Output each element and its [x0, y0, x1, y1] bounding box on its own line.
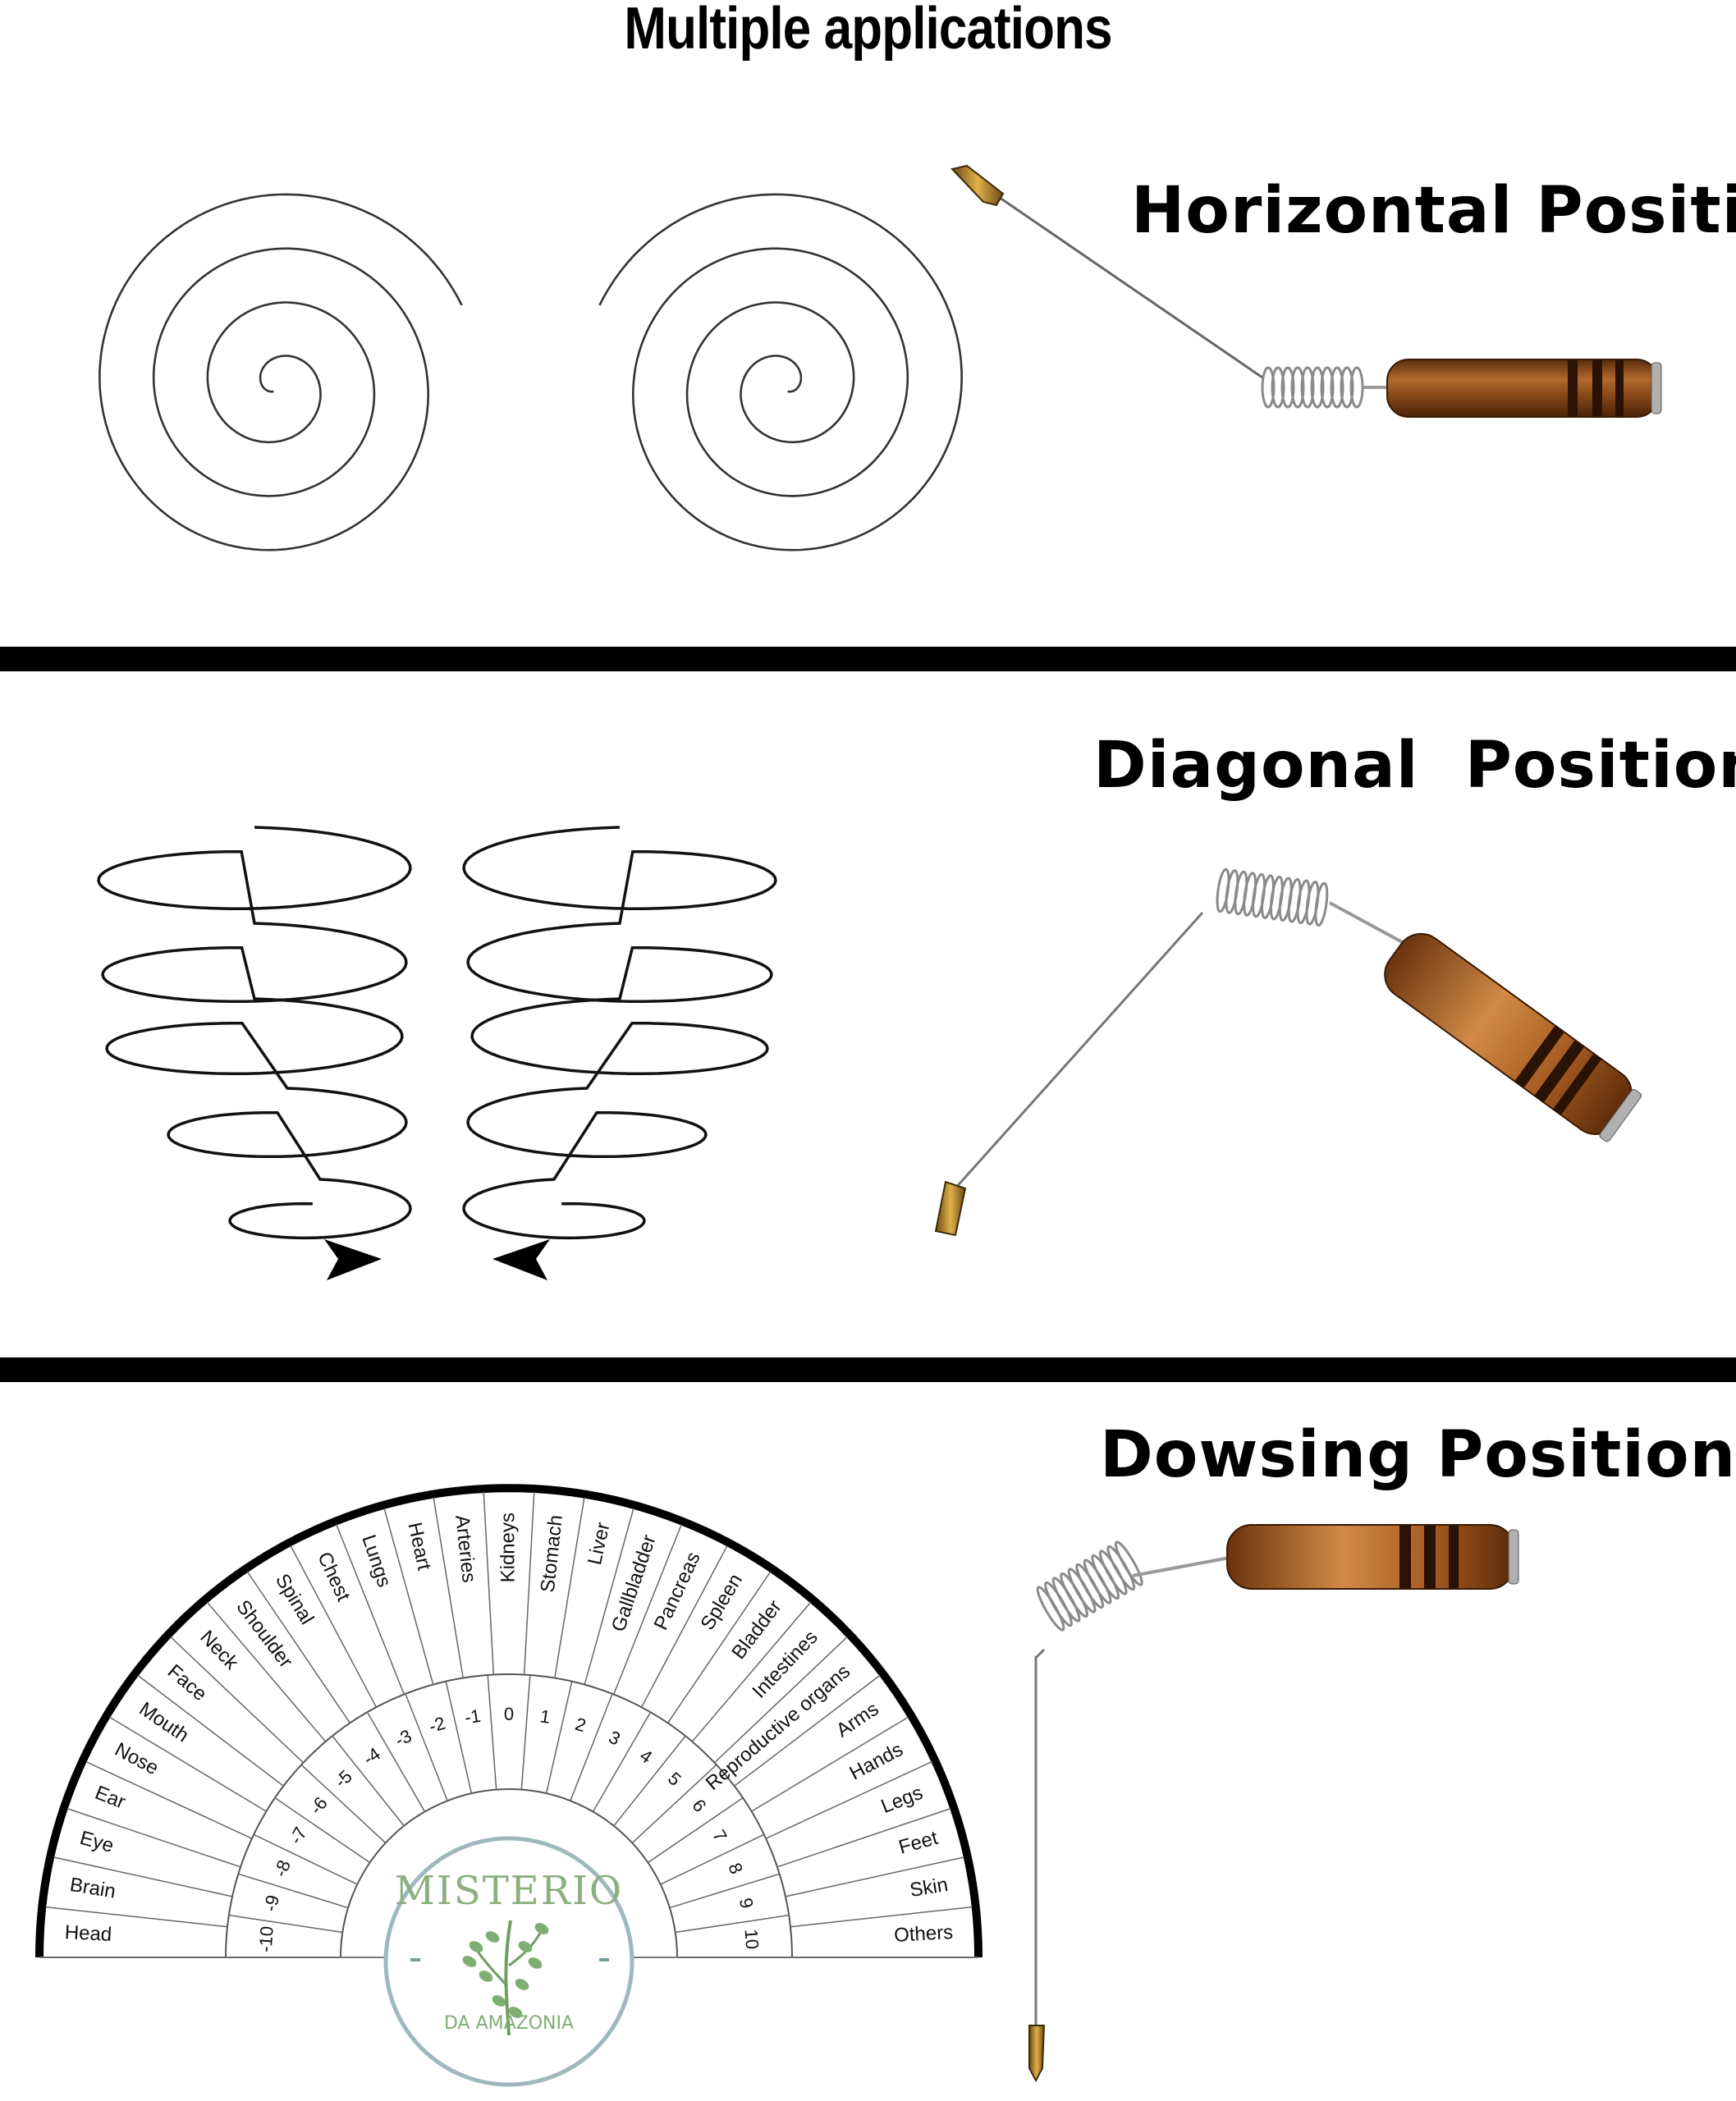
chart-outer-label: Kidneys [497, 1513, 519, 1582]
helix-icon-left [97, 826, 412, 1280]
chart-outer-label: Legs [878, 1782, 926, 1818]
chart-outer-label: Heart [403, 1521, 435, 1572]
chart-outer-label: Brain [68, 1874, 117, 1903]
chart-scale-label: -9 [259, 1893, 283, 1914]
chart-outer-label: Ear [92, 1782, 129, 1814]
chart-scale-label: 4 [636, 1745, 656, 1768]
dowsing-rod-icon-vertical [1028, 1524, 1519, 2083]
horizontal-position-heading: Horizontal Position [1131, 174, 1736, 248]
chart-outer-label: Lungs [357, 1532, 395, 1591]
chart-scale-label: -3 [392, 1725, 415, 1751]
chart-outer-label: Arms [832, 1698, 883, 1742]
chart-outer-label: Spinal [271, 1570, 318, 1628]
chart-outer-label: Chest [313, 1549, 355, 1605]
section-divider [0, 647, 1736, 671]
logo-top-text: MISTERIO [395, 1868, 624, 1914]
chart-scale-label: 0 [504, 1704, 514, 1724]
dowsing-rod-icon-diagonal [934, 867, 1642, 1237]
diagonal-position-heading: Diagonal Position [1093, 729, 1736, 803]
chart-outer-label: Arteries [451, 1514, 480, 1584]
chart-outer-label: Liver [584, 1521, 615, 1568]
chart-outer-label: Eye [77, 1827, 116, 1857]
chart-outer-label: Head [64, 1921, 112, 1946]
chart-scale-label: 8 [724, 1860, 747, 1877]
chart-scale-label: 2 [573, 1714, 589, 1737]
helix-icon-right [462, 826, 777, 1280]
spring-coil [1036, 1540, 1143, 1632]
chart-scale-label: -8 [270, 1857, 295, 1879]
chart-outer-label: Mouth [135, 1698, 192, 1747]
dowsing-rod-icon-horizontal [950, 164, 1662, 418]
leaf-logo-icon: MISTERIO DA AMAZONIA [383, 1836, 634, 2087]
chart-scale-label: 9 [735, 1896, 758, 1911]
spiral-icon-right [598, 193, 963, 552]
chart-outer-label: Bladder [727, 1596, 786, 1664]
chart-scale-label: -7 [285, 1824, 310, 1847]
chart-scale-label: -10 [254, 1925, 277, 1953]
chart-scale-label: 1 [538, 1705, 552, 1728]
chart-outer-label: Stomach [537, 1514, 567, 1594]
chart-scale-label: -1 [463, 1705, 482, 1728]
chart-scale-label: -5 [331, 1766, 356, 1792]
chart-scale-label: 6 [688, 1795, 710, 1815]
dowsing-position-heading: Dowsing Position [1100, 1418, 1736, 1492]
chart-scale-label: 10 [740, 1929, 763, 1950]
chart-scale-label: -6 [305, 1793, 332, 1819]
logo-bottom-text: DA AMAZONIA [444, 2013, 574, 2034]
chart-scale-label: -4 [360, 1743, 384, 1769]
chart-scale-label: 5 [664, 1768, 685, 1790]
section-divider [0, 1357, 1736, 1382]
chart-outer-label: Spleen [696, 1570, 747, 1634]
chart-scale-label: 7 [708, 1826, 731, 1845]
page-title: Multiple applications [624, 0, 1112, 62]
chart-scale-label: 3 [606, 1727, 624, 1750]
spring-coil [1261, 366, 1364, 409]
chart-outer-label: Feet [896, 1827, 941, 1859]
spiral-icon-left [98, 193, 463, 552]
chart-outer-label: Face [163, 1660, 211, 1705]
chart-outer-label: Others [893, 1921, 953, 1947]
chart-outer-label: Skin [908, 1874, 949, 1902]
chart-scale-label: -2 [427, 1713, 448, 1737]
spring-coil [1216, 867, 1329, 927]
